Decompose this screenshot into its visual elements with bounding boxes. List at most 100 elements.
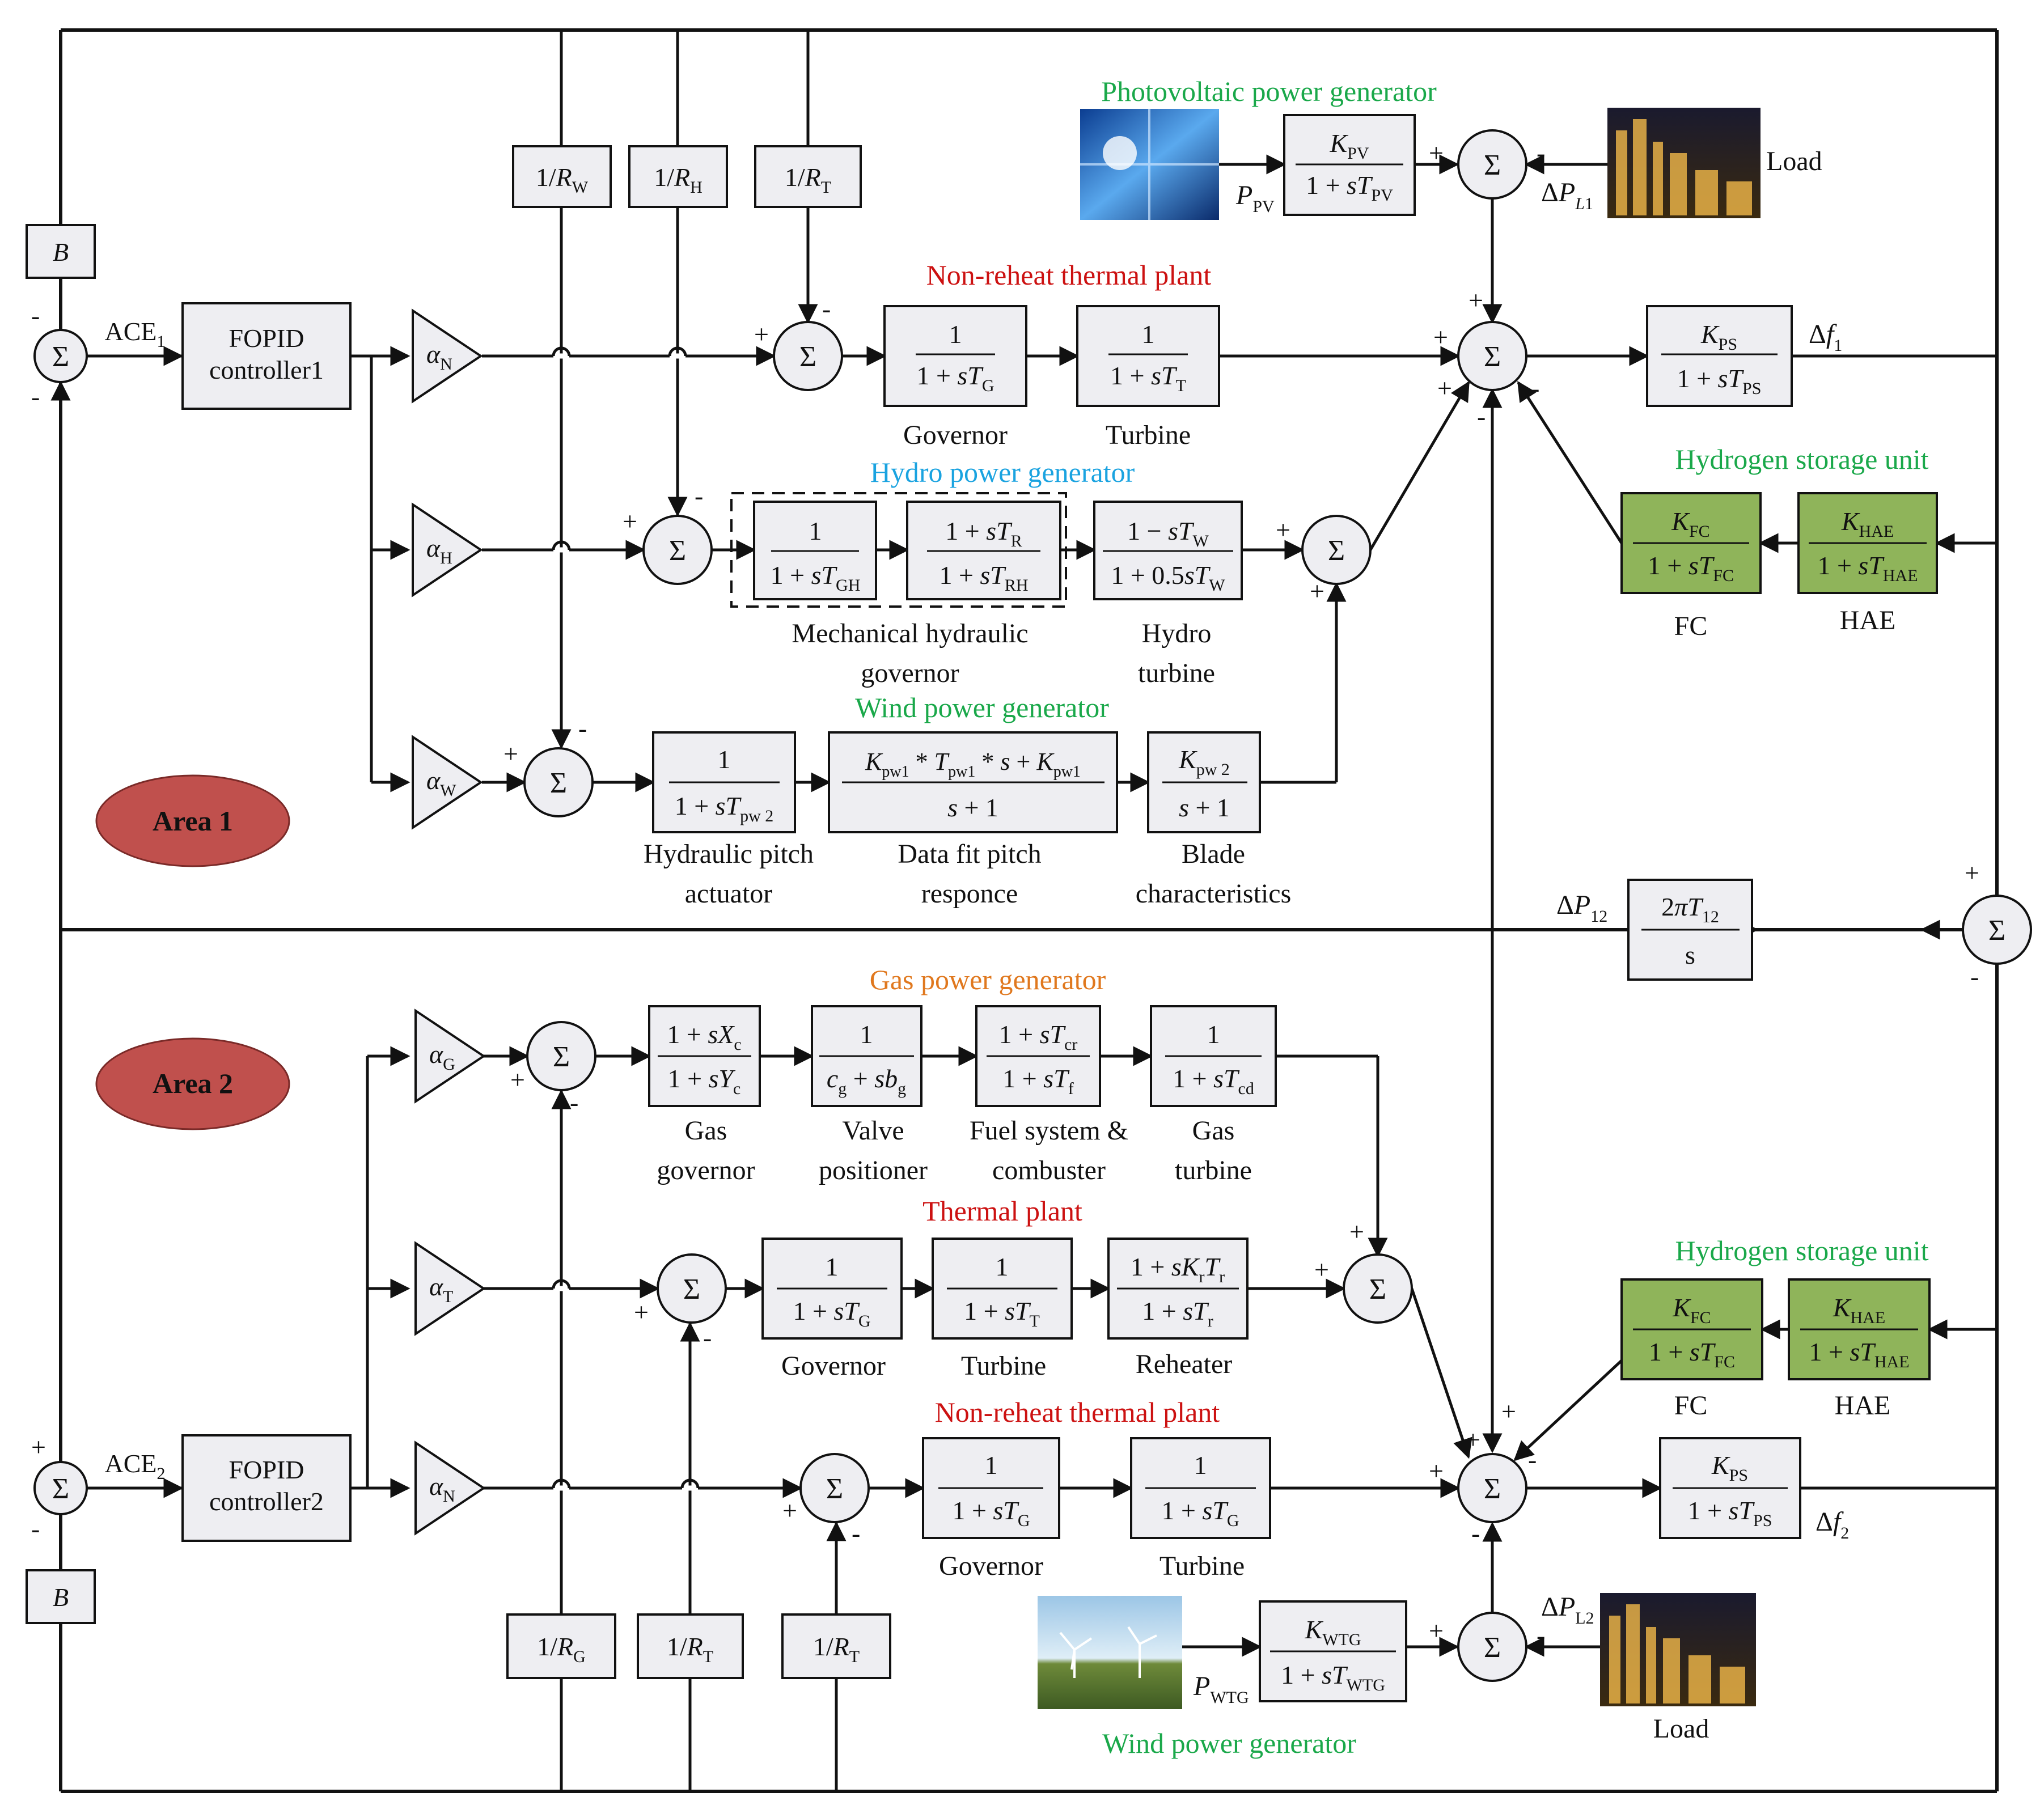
sum-ace2: [33, 1461, 88, 1515]
fopid1-line2: controller1: [209, 355, 324, 384]
gas-title: Gas power generator: [870, 964, 1106, 995]
wind-turbine-image: [1038, 1596, 1182, 1709]
svg-text:Load: Load: [1766, 146, 1822, 176]
svg-text:1/RH: 1/RH: [654, 163, 703, 197]
svg-text:+: +: [634, 1298, 649, 1327]
svg-text:Blade: Blade: [1182, 839, 1245, 869]
svg-text:KFC: KFC: [1672, 1293, 1711, 1327]
svg-text:1: 1: [996, 1252, 1009, 1281]
alpha-n-1: [412, 308, 483, 404]
svg-text:+: +: [782, 1496, 797, 1525]
sigma-labels: Σ Σ Σ Σ Σ Σ Σ Σ Σ Σ Σ Σ Σ Σ Σ: [52, 149, 2005, 1664]
sum-gas-thermal: [1343, 1253, 1413, 1324]
svg-text:KPS: KPS: [1711, 1451, 1748, 1485]
svg-text:Area 2: Area 2: [153, 1067, 233, 1099]
area-1: Area 1: [95, 774, 290, 867]
svg-text:1 + sTr: 1 + sTr: [1142, 1296, 1213, 1330]
hydro-governor-group: [730, 492, 1067, 608]
svg-text:1: 1: [826, 1252, 839, 1281]
sum-hydro-wind: [1301, 515, 1372, 585]
svg-text:Reheater: Reheater: [1136, 1349, 1233, 1379]
svg-text:Gas: Gas: [685, 1116, 727, 1146]
svg-text:Σ: Σ: [52, 341, 69, 373]
svg-text:1 + sTf: 1 + sTf: [1002, 1064, 1073, 1098]
svg-text:s + 1: s + 1: [947, 793, 998, 822]
svg-text:ACE1: ACE1: [105, 317, 166, 351]
svg-text:Σ: Σ: [799, 341, 816, 373]
svg-text:1: 1: [1194, 1451, 1207, 1480]
svg-text:-: -: [570, 1088, 578, 1117]
power-system-block-1: [1646, 305, 1793, 407]
svg-text:Load: Load: [1653, 1714, 1709, 1744]
droop-rw: [512, 145, 612, 208]
sum-wind: [523, 747, 594, 817]
svg-text:KFC: KFC: [1671, 507, 1709, 541]
sum-tie: [1962, 895, 2032, 965]
svg-text:1 + sTFC: 1 + sTFC: [1649, 1337, 1735, 1371]
svg-text:Σ: Σ: [1484, 1473, 1501, 1505]
svg-text:1 + sTG: 1 + sTG: [793, 1296, 870, 1330]
svg-text:1: 1: [949, 320, 962, 349]
svg-text:1: 1: [809, 516, 822, 545]
svg-text:1 + sKrTr: 1 + sKrTr: [1131, 1252, 1225, 1286]
nonreheat-title-2: Non-reheat thermal plant: [935, 1396, 1220, 1428]
svg-text:Area 1: Area 1: [153, 805, 233, 837]
sum-ace1: [33, 329, 88, 383]
svg-text:αG: αG: [429, 1040, 455, 1074]
hydrogen-title-1: Hydrogen storage unit: [1675, 443, 1928, 475]
bias-block-1: [26, 224, 96, 279]
svg-text:1: 1: [860, 1020, 873, 1049]
svg-text:2πT12: 2πT12: [1661, 892, 1719, 926]
svg-text:governor: governor: [657, 1155, 755, 1185]
svg-text:FC: FC: [1674, 1391, 1708, 1421]
svg-text:Σ: Σ: [826, 1473, 843, 1505]
svg-text:Governor: Governor: [781, 1351, 886, 1381]
svg-text:1: 1: [718, 745, 731, 774]
svg-text:Σ: Σ: [1328, 535, 1345, 567]
svg-text:Governor: Governor: [939, 1551, 1043, 1581]
svg-text:-: -: [31, 1514, 40, 1543]
svg-text:KPV: KPV: [1329, 129, 1369, 163]
sum-nonreheat-2: [799, 1453, 870, 1523]
svg-text:1 + sTFC: 1 + sTFC: [1648, 551, 1734, 585]
svg-text:-: -: [695, 481, 703, 510]
svg-text:+: +: [1314, 1255, 1329, 1284]
svg-text:αN: αN: [429, 1472, 455, 1506]
wind-title-1: Wind power generator: [855, 692, 1109, 723]
svg-text:actuator: actuator: [685, 879, 773, 909]
svg-text:+: +: [1429, 1616, 1444, 1645]
svg-text:Σ: Σ: [550, 767, 567, 799]
svg-text:+: +: [1501, 1397, 1516, 1426]
svg-text:Valve: Valve: [842, 1116, 904, 1146]
governor-block-1: [883, 305, 1027, 407]
svg-text:Mechanical hydraulic: Mechanical hydraulic: [792, 618, 1028, 649]
svg-text:Δf2: Δf2: [1816, 1507, 1849, 1542]
fopid-controller-1: [181, 302, 352, 410]
svg-text:Turbine: Turbine: [1106, 420, 1191, 450]
svg-text:turbine: turbine: [1138, 658, 1215, 688]
svg-text:-: -: [1970, 962, 1979, 991]
svg-text:s + 1: s + 1: [1179, 793, 1230, 822]
svg-text:1 + sTG: 1 + sTG: [1161, 1496, 1239, 1530]
thermal-title: Thermal plant: [922, 1195, 1082, 1227]
droop-rg: [506, 1613, 616, 1679]
svg-text:-: -: [578, 714, 587, 743]
alpha-w: [412, 735, 483, 830]
city-load-image-1: [1607, 108, 1761, 218]
section-titles: Photovoltaic power generator Non-reheat …: [855, 75, 1929, 1759]
svg-text:+: +: [510, 1065, 525, 1094]
alpha-n-2: [414, 1440, 486, 1536]
svg-text:1 + sTPS: 1 + sTPS: [1688, 1496, 1772, 1530]
fopid-controller-2: [181, 1434, 352, 1542]
svg-text:s: s: [1685, 940, 1695, 969]
sum-hydro: [642, 515, 713, 585]
svg-text:-: -: [1477, 402, 1486, 431]
svg-text:+: +: [754, 320, 769, 349]
svg-text:+: +: [1965, 858, 1979, 887]
svg-text:Fuel system &: Fuel system &: [970, 1116, 1128, 1146]
svg-text:Kpw1 * Tpw1 * s + Kpw1: Kpw1 * Tpw1 * s + Kpw1: [865, 748, 1081, 781]
city-load-image-2: [1600, 1593, 1756, 1706]
nonreheat-title-1: Non-reheat thermal plant: [926, 259, 1212, 291]
svg-text:1/RT: 1/RT: [813, 1632, 860, 1666]
